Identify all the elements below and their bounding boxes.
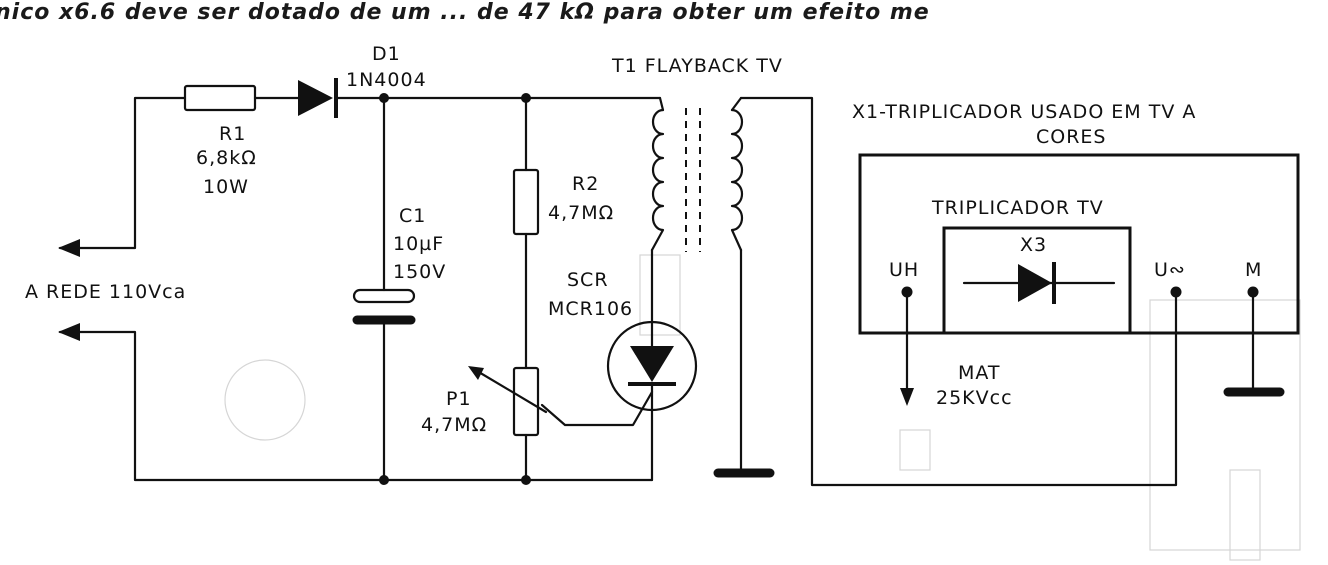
mains-arrow-top-icon: [58, 239, 80, 257]
scr-icon: [630, 346, 674, 382]
diode-d1: D1 1N4004: [298, 43, 427, 118]
diode-d1-icon: [298, 80, 333, 116]
mat-arrow-icon: [900, 388, 914, 406]
m-terminal: [1247, 286, 1259, 298]
resistor-r2: R2 4,7MΩ: [512, 168, 614, 236]
mat-output: MAT 25KVcc: [900, 362, 1013, 409]
r1-ref: R1: [219, 123, 246, 145]
p1-ref: P1: [446, 388, 472, 410]
capacitor-c1: C1 10µF 150V: [352, 205, 446, 325]
scr-thyristor: SCR MCR106: [548, 269, 698, 412]
c1-ref: C1: [399, 205, 426, 227]
uh-terminal: [901, 286, 913, 298]
mat-voltage: 25KVcc: [936, 387, 1013, 409]
x3-diode-icon: [1018, 264, 1052, 302]
r1-value: 6,8kΩ: [196, 147, 257, 169]
flyback-transformer-t1: T1 FLAYBACK TV: [611, 55, 783, 252]
background-bleed-through: [224, 254, 1301, 561]
r1-power: 10W: [203, 176, 249, 198]
potentiometer-p1: P1 4,7MΩ: [421, 366, 548, 437]
mains-arrow-bottom-icon: [58, 323, 80, 341]
resistor-r1: R1 6,8kΩ 10W: [183, 84, 257, 198]
triplicador-tv-label: TRIPLICADOR TV: [931, 197, 1104, 219]
scr-ref: SCR: [567, 269, 609, 291]
c1-voltage: 150V: [393, 261, 446, 283]
uac-label: U∾: [1154, 259, 1186, 281]
x3-label: X3: [1020, 234, 1047, 256]
x1-outer-box: [858, 153, 1300, 335]
p1-wiper-arrow-icon: [468, 366, 484, 380]
x1-title-line2: CORES: [1036, 126, 1107, 148]
triplicator-x1: X1-TRIPLICADOR USADO EM TV A CORES TRIPL…: [852, 101, 1300, 335]
x1-title-line1: X1-TRIPLICADOR USADO EM TV A: [852, 101, 1196, 123]
t1-label: T1 FLAYBACK TV: [611, 55, 783, 77]
junctions: [379, 93, 531, 485]
mat-label: MAT: [958, 362, 1001, 384]
r2-ref: R2: [572, 173, 599, 195]
x3-inner-box: [942, 226, 1132, 335]
uh-label: UH: [889, 259, 919, 281]
page-caption: nico x6.6 deve ser dotado de um ... de 4…: [0, 0, 930, 25]
scr-part: MCR106: [548, 298, 633, 320]
mains-terminals: A REDE 110Vca: [25, 239, 186, 341]
m-label: M: [1245, 259, 1262, 281]
c1-value: 10µF: [393, 233, 444, 255]
r2-value: 4,7MΩ: [548, 202, 614, 224]
uac-terminal: [1170, 286, 1182, 298]
d1-ref: D1: [372, 43, 401, 65]
wiring: [58, 96, 1255, 487]
grounds: [713, 387, 1285, 478]
p1-value: 4,7MΩ: [421, 414, 487, 436]
mains-label: A REDE 110Vca: [25, 281, 186, 303]
d1-part: 1N4004: [346, 69, 427, 91]
